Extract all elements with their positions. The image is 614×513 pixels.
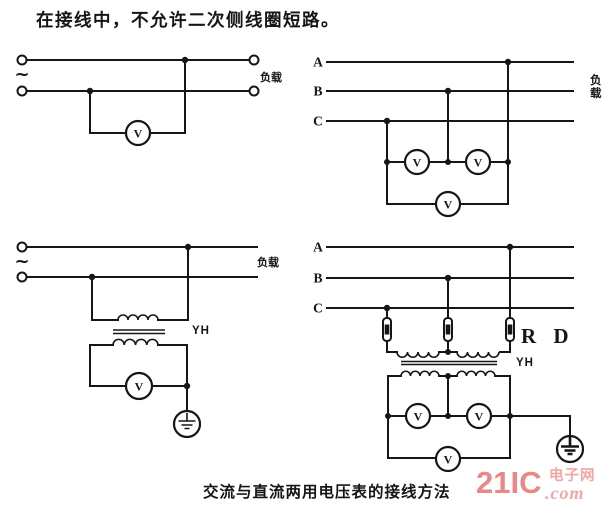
voltmeter — [406, 404, 430, 428]
voltmeter-label: V — [474, 156, 483, 170]
voltmeter — [126, 121, 150, 145]
watermark-site-name: 电子网 — [549, 468, 596, 484]
fuse-element — [507, 324, 513, 335]
voltmeter — [466, 150, 490, 174]
fuse-label: R D — [521, 324, 575, 348]
primary-winding — [397, 352, 439, 357]
voltmeter-label: V — [413, 156, 422, 170]
voltmeter-label: V — [444, 453, 453, 467]
fuse — [506, 318, 514, 341]
voltmeter — [436, 192, 460, 216]
circuit-three-phase-voltmeters: A B C V V V — [313, 55, 573, 217]
terminal — [250, 87, 259, 96]
watermark-domain: .com — [545, 483, 585, 503]
figure-caption: 交流与直流两用电压表的接线方法 — [203, 484, 451, 501]
terminal — [18, 87, 27, 96]
fuse-element — [384, 324, 390, 335]
meter-branch — [90, 60, 185, 133]
junction-dot — [86, 87, 94, 95]
voltmeter — [126, 373, 152, 399]
primary-winding — [118, 315, 158, 320]
load-label-vertical: 负载 — [590, 75, 602, 100]
phase-c-label: C — [313, 301, 323, 316]
transformer-label: YH — [192, 325, 210, 337]
junction-dot — [384, 159, 390, 165]
primary-winding — [457, 352, 499, 357]
secondary-winding — [401, 371, 439, 376]
phase-b-label: B — [313, 271, 322, 286]
terminal — [18, 273, 27, 282]
junction-dot — [504, 58, 512, 66]
primary-lead — [158, 247, 188, 320]
fuse-element — [445, 324, 451, 335]
transformer-label: YH — [516, 357, 534, 369]
supply-lines — [27, 247, 258, 277]
phase-a-label: A — [313, 240, 323, 255]
voltmeter — [467, 404, 491, 428]
voltmeter-label: V — [475, 410, 484, 424]
terminal — [250, 56, 259, 65]
ground-circle — [174, 411, 200, 437]
junction-dot — [181, 56, 189, 64]
earth-ground-symbol — [174, 386, 200, 437]
voltmeter — [436, 447, 460, 471]
load-label: 负载 — [257, 255, 279, 269]
fuse — [444, 318, 452, 341]
secondary-winding — [457, 371, 495, 376]
ground-bars — [179, 413, 196, 429]
load-label: 负载 — [260, 70, 282, 84]
circuit-ac-direct-voltmeter: V ~ 负载 — [14, 56, 282, 146]
junction-dot — [445, 159, 451, 165]
transformer-core — [113, 330, 165, 334]
circuit-ac-voltage-transformer: ~ 负载 YH V — [14, 243, 279, 438]
secondary-leads — [388, 376, 510, 458]
fuse-leads — [387, 247, 510, 318]
phase-b-label: B — [313, 84, 322, 99]
ac-symbol: ~ — [14, 64, 29, 85]
page-title: 在接线中，不允许二次侧线圈短路。 — [36, 10, 340, 30]
voltage-transformer — [387, 341, 510, 458]
voltmeter-label: V — [414, 410, 423, 424]
watermark-brand: 21IC — [476, 465, 542, 500]
voltmeter-label: V — [134, 127, 143, 141]
primary-lead — [92, 277, 118, 320]
terminal — [18, 243, 27, 252]
phase-a-label: A — [313, 55, 323, 70]
junction-dot — [383, 117, 391, 125]
transformer-core — [401, 362, 497, 365]
terminal — [18, 56, 27, 65]
voltmeter-label: V — [135, 380, 144, 394]
phase-c-label: C — [313, 114, 323, 129]
voltmeter-label: V — [444, 198, 453, 212]
ground-bars — [561, 437, 579, 454]
supply-lines — [27, 60, 250, 91]
voltmeter — [405, 150, 429, 174]
junction-dot — [445, 373, 451, 379]
junction-dot — [445, 349, 451, 355]
secondary-loop — [90, 345, 187, 386]
tap-verticals — [387, 62, 508, 204]
junction-dot — [445, 413, 451, 419]
junction-dot — [444, 87, 452, 95]
junction-dot — [505, 159, 511, 165]
secondary-winding — [113, 339, 158, 345]
junction-dot — [507, 413, 513, 419]
ac-symbol: ~ — [14, 251, 29, 272]
fuse — [383, 318, 391, 341]
ground-circle — [557, 436, 583, 462]
junction-dot — [385, 413, 391, 419]
circuit-three-phase-transformer: A B C R D — [313, 240, 583, 472]
earth-ground-symbol — [557, 436, 583, 462]
voltage-transformer — [90, 247, 188, 386]
